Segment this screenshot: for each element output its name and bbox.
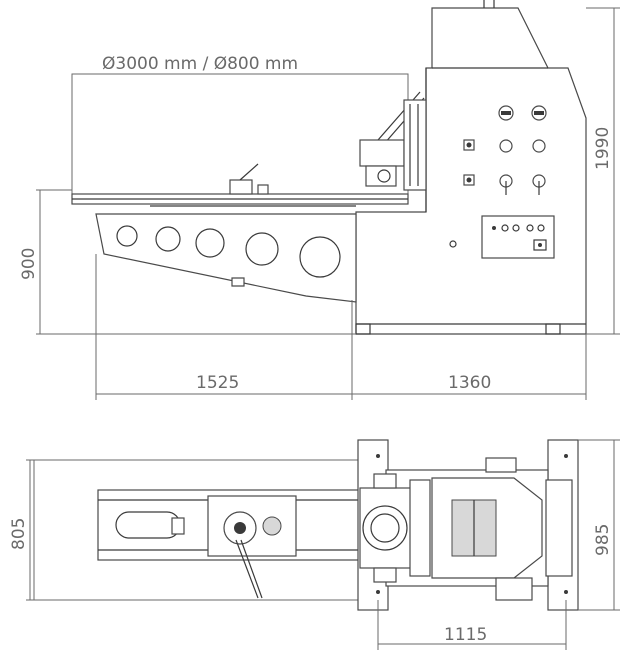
capacity-envelope: [71, 73, 409, 195]
control-panel-buttons: [449, 105, 555, 259]
push-button: [532, 139, 546, 153]
push-button: [499, 139, 513, 153]
dim-depth-right: 985: [593, 524, 613, 556]
side-elevation-view: Ø3000 mm / Ø800 mm: [19, 0, 620, 400]
dim-height-right: 1990: [593, 127, 613, 170]
dim-width-right: 1360: [448, 373, 491, 393]
dim-height-left: 900: [19, 248, 39, 280]
top-plan-view: 805 985 1115: [9, 439, 620, 650]
cabinet-back: [545, 479, 573, 577]
clamp-fixture: [229, 163, 269, 195]
torch-line: [235, 539, 259, 599]
dim-base-width: 1115: [444, 625, 487, 645]
lightening-holes: [116, 225, 341, 278]
tilt-mechanism: [359, 473, 431, 583]
dim-depth-left: 805: [9, 518, 29, 550]
key-switch: [449, 240, 457, 248]
capacity-label: Ø3000 mm / Ø800 mm: [102, 54, 298, 74]
torch-arm: [359, 91, 427, 191]
dim-width-left: 1525: [196, 373, 239, 393]
tilting-base: [95, 213, 357, 303]
pendant-panel: [481, 215, 555, 259]
